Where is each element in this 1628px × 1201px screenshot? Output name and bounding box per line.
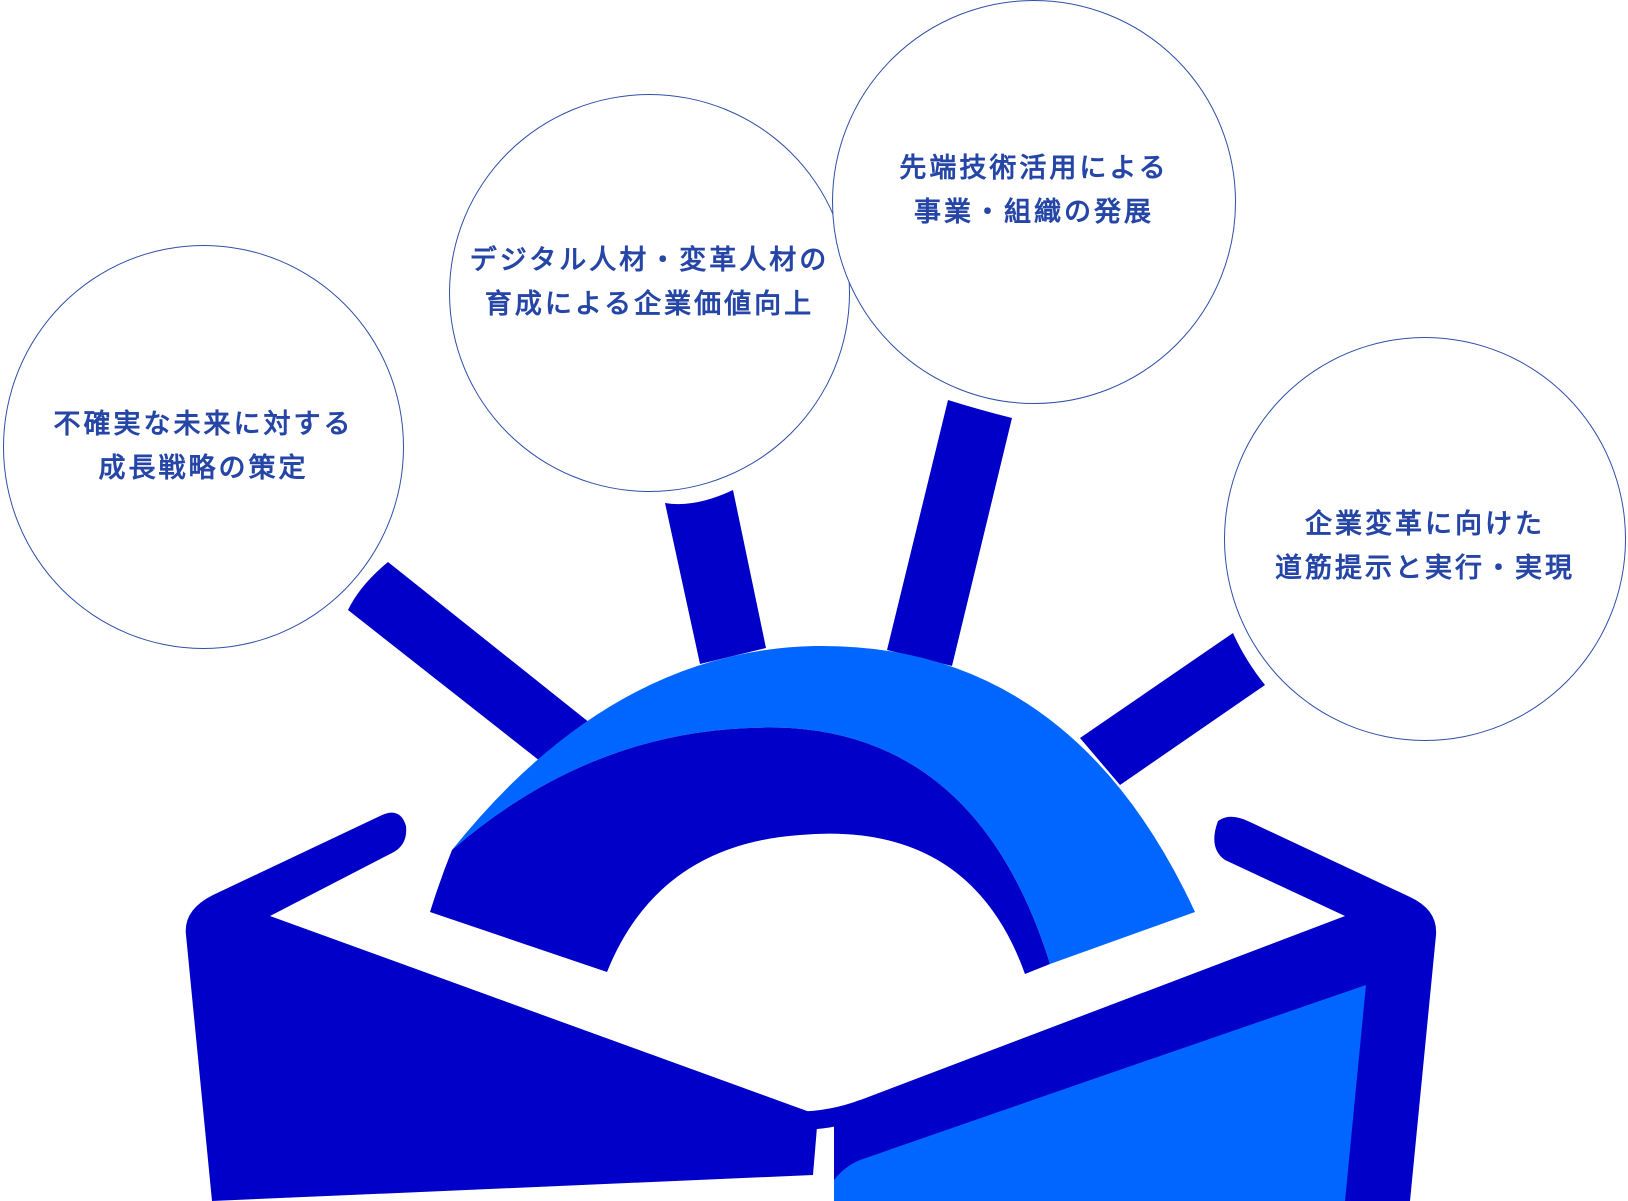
bubble-line: 企業変革に向けた — [1305, 509, 1545, 540]
bubble-line: 事業・組織の発展 — [913, 197, 1154, 228]
ray-2 — [665, 490, 766, 664]
ray-4 — [1080, 633, 1265, 785]
book-left-page — [185, 812, 818, 1201]
book-center-fold — [760, 1100, 860, 1130]
ray-1 — [348, 562, 605, 765]
light-arc — [452, 645, 1195, 964]
bubble-transformation-roadmap: 企業変革に向けた 道筋提示と実行・実現 — [1224, 337, 1626, 741]
bubble-line: 先端技術活用による — [899, 153, 1169, 184]
bubble-growth-strategy: 不確実な未来に対する 成長戦略の策定 — [3, 245, 404, 649]
bubble-line: 育成による企業価値向上 — [484, 289, 815, 320]
bubble-line: デジタル人材・変革人材の — [469, 245, 830, 276]
bubble-talent-development: デジタル人材・変革人材の 育成による企業価値向上 — [449, 94, 850, 492]
ray-3 — [887, 400, 1012, 666]
bubble-advanced-technology: 先端技術活用による 事業・組織の発展 — [832, 0, 1236, 404]
book-right-page-light — [834, 985, 1366, 1201]
bubble-line: 不確実な未来に対する — [53, 409, 354, 440]
bubble-text: デジタル人材・変革人材の 育成による企業価値向上 — [470, 239, 829, 327]
bubble-text: 不確実な未来に対する 成長戦略の策定 — [54, 403, 354, 491]
dark-arch — [430, 727, 1050, 974]
bubble-line: 道筋提示と実行・実現 — [1275, 553, 1575, 584]
bubble-text: 企業変革に向けた 道筋提示と実行・実現 — [1275, 503, 1575, 591]
book-spine-notch — [792, 1178, 834, 1201]
bubble-text: 先端技術活用による 事業・組織の発展 — [899, 147, 1168, 235]
bubble-line: 成長戦略の策定 — [98, 453, 309, 484]
